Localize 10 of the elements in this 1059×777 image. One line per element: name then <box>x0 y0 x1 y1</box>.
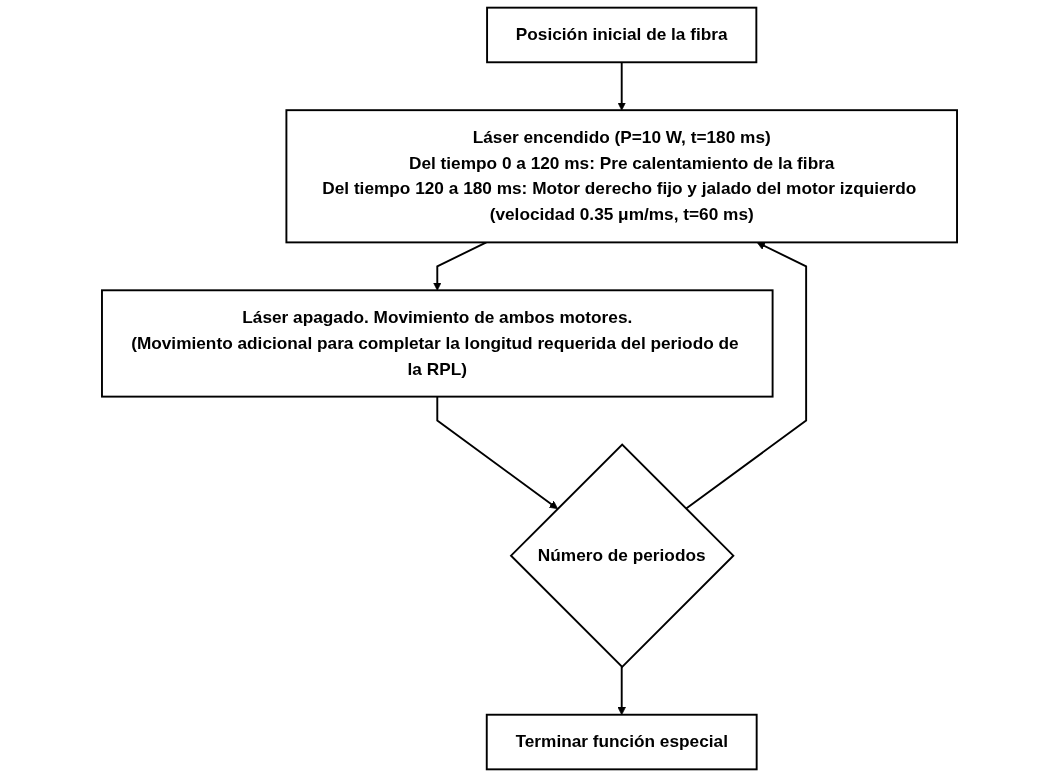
arrow <box>617 665 626 716</box>
arrow <box>433 241 488 291</box>
arrow <box>436 395 558 510</box>
node-box: Terminar función especial <box>485 713 758 771</box>
arrow <box>684 241 808 510</box>
node-box: Posición inicial de la fibra <box>486 6 758 64</box>
arrow <box>617 61 626 111</box>
node-box: Láser apagado. Movimiento de ambos motores. (Movimiento adicional para completar la longitud requerida del periodo de la RPL) <box>101 289 774 398</box>
node-box: Láser encendido (P=10 W, t=180 ms) Del tiempo 0 a 120 ms: Pre calentamiento de la fibra Del tiempo 120 a 180 ms: Motor derecho fijo y jalado del motor izquierdo (velocidad 0.35 μm/ms, t=60 ms) <box>285 109 958 244</box>
node-diamond: Número de periodos <box>509 443 735 669</box>
